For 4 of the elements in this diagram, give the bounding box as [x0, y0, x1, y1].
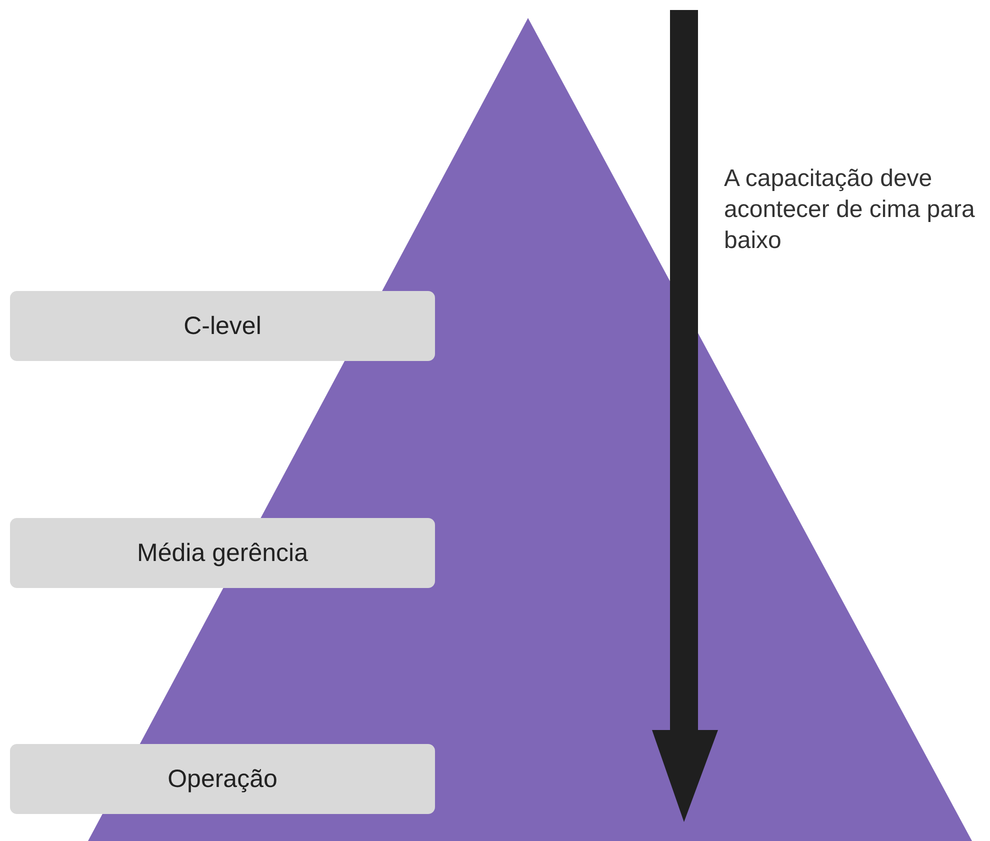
note-text: A capacitação deve acontecer de cima para baixo	[724, 164, 976, 256]
level-box: Média gerência	[10, 518, 435, 588]
level-box: Operação	[10, 744, 435, 814]
level-box: C-level	[10, 291, 435, 361]
